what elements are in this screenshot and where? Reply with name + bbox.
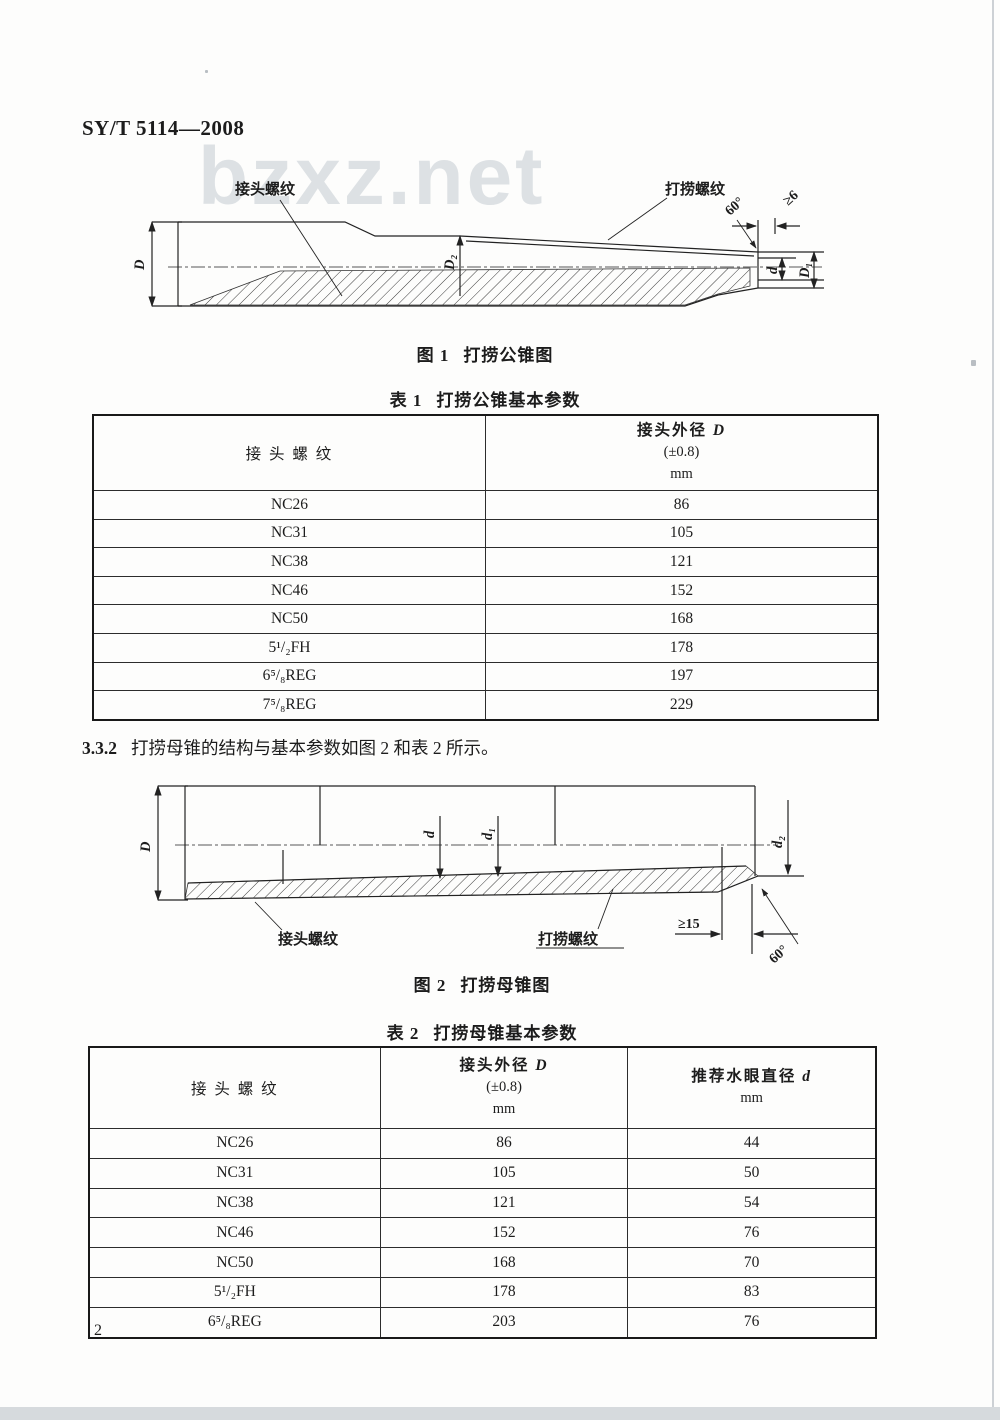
table-cell: 76 — [627, 1306, 877, 1339]
table-cell: 105 — [379, 1157, 629, 1189]
table-cell: 44 — [627, 1128, 877, 1159]
table-cell: NC46 — [92, 575, 486, 606]
table-cell: 6⁵/₈REG — [92, 661, 486, 692]
table-cell: 5¹/₂FH — [88, 1276, 381, 1308]
section-3-3-2: 3.3.2 打捞母锥的结构与基本参数如图 2 和表 2 所示。 — [82, 735, 499, 760]
table-cell: 86 — [379, 1128, 629, 1159]
table-cell: 121 — [485, 547, 879, 577]
table-cell: 70 — [627, 1247, 877, 1278]
section-text: 打捞母锥的结构与基本参数如图 2 和表 2 所示。 — [131, 738, 499, 758]
figure1-svg: 接头螺纹 打捞螺纹 60° ≥6 D D₂ d D₁ — [132, 180, 824, 308]
fig1-fishing-thread-label: 打捞螺纹 — [665, 180, 726, 198]
table-cell: 6⁵/₈REG — [88, 1306, 381, 1339]
table-cell: NC50 — [88, 1247, 381, 1278]
page-number: 2 — [94, 1322, 102, 1339]
table-cell: NC46 — [88, 1217, 381, 1249]
table-cell: 178 — [379, 1276, 629, 1308]
fig2-setback-label: ≥15 — [678, 917, 700, 932]
table-cell: 5¹/₂FH — [92, 632, 486, 663]
table1-col1-header: 接 头 螺 纹 — [92, 414, 486, 491]
table-cell: 229 — [485, 690, 879, 721]
table-cell: NC38 — [92, 547, 486, 577]
table-cell: 152 — [485, 575, 879, 606]
fig1-dim-D1: D₁ — [797, 262, 813, 279]
scan-speck — [205, 70, 208, 73]
fig1-dim-D2: D₂ — [442, 254, 458, 271]
table-cell: 105 — [485, 518, 879, 549]
table-cell: 152 — [379, 1217, 629, 1249]
table-cell: NC26 — [88, 1128, 381, 1159]
standard-code: SY/T 5114—2008 — [82, 116, 245, 140]
table-cell: 203 — [379, 1306, 629, 1339]
figure2-svg: D d d₁ d₂ 接头螺纹 打捞螺纹 ≥15 60° — [138, 784, 804, 967]
table-cell: NC50 — [92, 604, 486, 634]
table-cell: 178 — [485, 632, 879, 663]
table-cell: NC38 — [88, 1187, 381, 1219]
scan-edge-bottom — [0, 1407, 1000, 1420]
fig2-dim-d: d — [422, 830, 438, 838]
fig1-dim-d: d — [765, 266, 781, 274]
table-cell: 121 — [379, 1187, 629, 1219]
fig2-fishing-thread-label: 打捞螺纹 — [538, 930, 599, 948]
table2-col1-header: 接 头 螺 纹 — [88, 1046, 381, 1129]
table-cell: 76 — [627, 1217, 877, 1249]
table-cell: 168 — [485, 604, 879, 634]
table-cell: NC26 — [92, 490, 486, 520]
section-number: 3.3.2 — [82, 738, 117, 758]
table-cell: 86 — [485, 490, 879, 520]
table-cell: 83 — [627, 1276, 877, 1308]
table1-col2-header: 接头外径 D (±0.8) mm — [485, 414, 879, 491]
figure1-male-tap-drawing: 接头螺纹 打捞螺纹 60° ≥6 D D₂ d D₁ — [130, 176, 840, 328]
watermark: bzxz.net — [198, 131, 546, 222]
fig1-angle-label: 60° — [723, 195, 748, 219]
table-cell: 7⁵/₈REG — [92, 690, 486, 721]
fig1-setback-label: ≥6 — [781, 188, 802, 209]
fig2-dim-d2: d₂ — [770, 836, 786, 848]
table-cell: 54 — [627, 1187, 877, 1219]
figure2-female-tap-drawing: D d d₁ d₂ 接头螺纹 打捞螺纹 ≥15 60° — [130, 772, 840, 972]
fig1-dim-D: D — [132, 259, 148, 271]
scan-speck — [971, 360, 976, 366]
fig2-joint-thread-label: 接头螺纹 — [278, 930, 339, 948]
table2-col3-header: 推荐水眼直径 d mm — [627, 1046, 877, 1129]
table-cell: 197 — [485, 661, 879, 692]
fig2-angle-label: 60° — [767, 943, 792, 967]
fig1-joint-thread-label: 接头螺纹 — [235, 180, 296, 198]
table1-header-row: 接 头 螺 纹 接头外径 D (±0.8) mm — [92, 414, 879, 491]
table2-female-tap-parameters: 接 头 螺 纹 接头外径 D (±0.8) mm 推荐水眼直径 d mm NC2… — [88, 1046, 877, 1339]
table-cell: 168 — [379, 1247, 629, 1278]
table2-header-row: 接 头 螺 纹 接头外径 D (±0.8) mm 推荐水眼直径 d mm — [88, 1046, 877, 1129]
table-cell: NC31 — [92, 518, 486, 549]
fig2-dim-d1: d₁ — [480, 828, 496, 840]
scan-edge-right — [992, 0, 994, 1408]
table2-col2-header: 接头外径 D (±0.8) mm — [379, 1046, 629, 1129]
table-cell: 50 — [627, 1157, 877, 1189]
fig2-dim-D: D — [138, 841, 154, 853]
table-cell: NC31 — [88, 1157, 381, 1189]
